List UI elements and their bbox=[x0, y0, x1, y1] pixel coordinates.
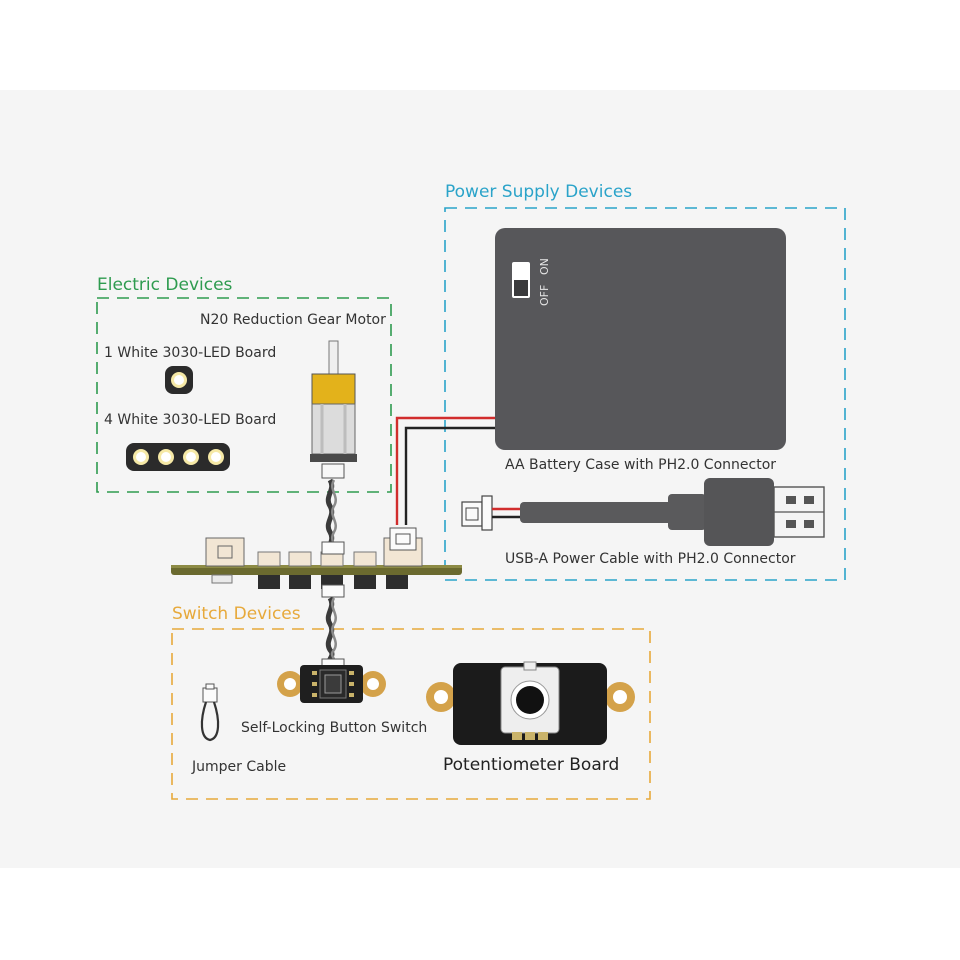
n20-gear-motor bbox=[310, 340, 357, 479]
led-board-4 bbox=[126, 443, 230, 471]
battery-case: ON OFF bbox=[495, 228, 786, 450]
power-group-title: Power Supply Devices bbox=[445, 182, 632, 202]
led-board-1-label: 1 White 3030-LED Board bbox=[104, 345, 276, 361]
battery-case-label: AA Battery Case with PH2.0 Connector bbox=[505, 457, 776, 473]
battery-switch-on-label: ON bbox=[538, 258, 551, 275]
motor-label: N20 Reduction Gear Motor bbox=[200, 312, 386, 328]
jumper-cable bbox=[200, 683, 220, 742]
main-control-board bbox=[171, 527, 462, 589]
electric-group-title: Electric Devices bbox=[97, 275, 233, 295]
self-locking-button-switch[interactable] bbox=[277, 658, 386, 703]
led-board-4-label: 4 White 3030-LED Board bbox=[104, 412, 276, 428]
power-group-box bbox=[444, 207, 846, 581]
jumper-cable-label: Jumper Cable bbox=[191, 759, 286, 775]
switch-group-box bbox=[171, 628, 651, 800]
switch-group-title: Switch Devices bbox=[172, 604, 301, 624]
usb-power-cable bbox=[461, 478, 825, 546]
potentiometer-label: Potentiometer Board bbox=[443, 755, 619, 775]
usb-cable-label: USB-A Power Cable with PH2.0 Connector bbox=[505, 551, 796, 567]
button-switch-label: Self-Locking Button Switch bbox=[241, 720, 427, 736]
button-cable bbox=[321, 584, 345, 666]
battery-wires bbox=[395, 416, 497, 525]
potentiometer-board[interactable] bbox=[426, 661, 635, 745]
electric-group-box bbox=[96, 297, 392, 493]
led-board-1 bbox=[165, 366, 193, 394]
battery-switch-off-label: OFF bbox=[538, 285, 551, 306]
